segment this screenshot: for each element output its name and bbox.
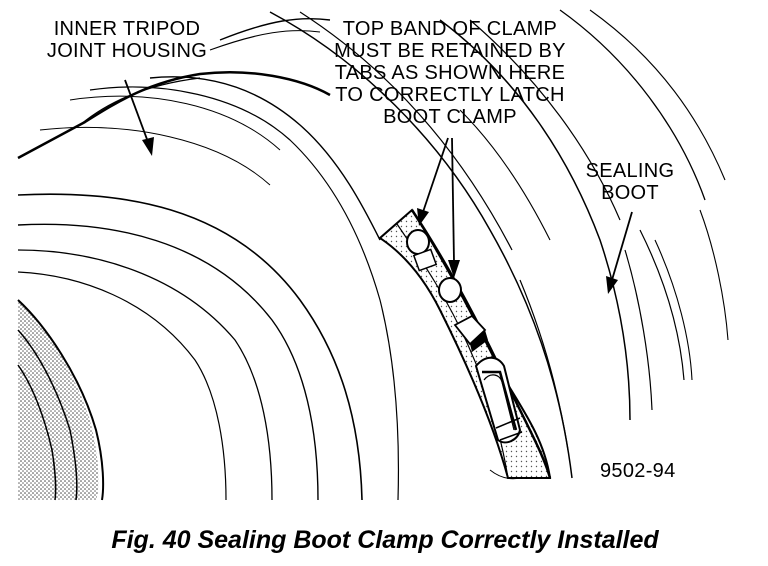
clamp-tab-lower bbox=[438, 277, 462, 303]
housing-body bbox=[17, 71, 400, 501]
leader-arrows bbox=[124, 79, 633, 294]
housing-end-face bbox=[17, 299, 105, 501]
clamp-tab-upper bbox=[406, 229, 438, 272]
boot-clamp bbox=[378, 208, 552, 479]
clamp-latch bbox=[453, 314, 523, 444]
inner-tripod-joint-housing-label: INNER TRIPOD JOINT HOUSING bbox=[46, 18, 208, 62]
sealing-boot bbox=[209, 9, 729, 480]
clamp-arrow-upper bbox=[417, 137, 449, 226]
figure-caption: Fig. 40 Sealing Boot Clamp Correctly Ins… bbox=[111, 526, 659, 554]
sealing-boot-label: SEALING BOOT bbox=[585, 160, 675, 204]
boot-arrow bbox=[606, 211, 633, 294]
clamp-instruction-label: TOP BAND OF CLAMP MUST BE RETAINED BY TA… bbox=[334, 18, 566, 128]
figure-code: 9502-94 bbox=[600, 460, 676, 482]
clamp-arrow-lower bbox=[448, 137, 460, 278]
housing-arrow bbox=[124, 79, 154, 156]
